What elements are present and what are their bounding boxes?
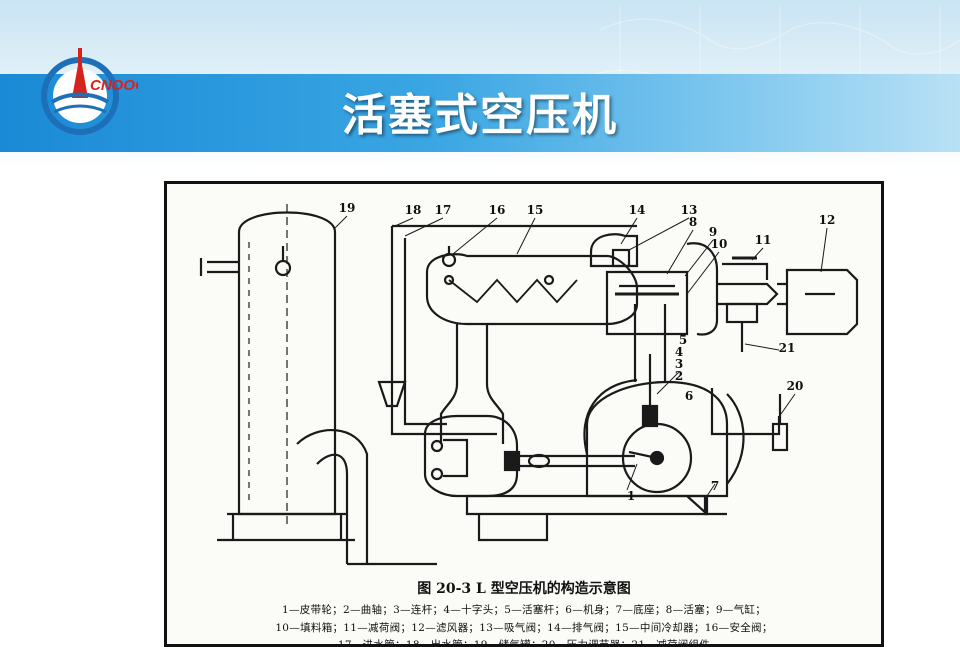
part-label-10: 10 [711, 237, 728, 251]
part-label-13: 13 [681, 203, 698, 217]
diagram-figure: 1 2 3 4 5 6 7 8 9 10 11 12 13 14 15 16 1… [164, 181, 884, 647]
slide-title: 活塞式空压机 [342, 90, 618, 141]
part-label-9: 9 [709, 225, 717, 239]
cnooc-logo-icon: CNOOC [41, 48, 138, 135]
part-label-3: 3 [675, 357, 683, 371]
part-label-4: 4 [675, 345, 683, 359]
figure-caption: 图 20-3 L 型空压机的构造示意图 [417, 581, 631, 597]
legend-line-2: 10—填料箱；11—减荷阀；12—滤风器；13—吸气阀；14—排气阀；15—中间… [275, 622, 773, 634]
part-label-19: 19 [339, 201, 356, 215]
part-label-1: 1 [627, 489, 635, 503]
part-label-8: 8 [689, 215, 697, 229]
legend-line-1: 1—皮带轮；2—曲轴；3—连杆；4—十字头；5—活塞杆；6—机身；7—底座；8—… [281, 604, 767, 616]
part-label-21: 21 [779, 341, 796, 355]
logo-text: CNOOC [90, 77, 138, 94]
compressor-diagram: 1 2 3 4 5 6 7 8 9 10 11 12 13 14 15 16 1… [199, 201, 859, 566]
part-label-16: 16 [489, 203, 506, 217]
part-label-20: 20 [787, 379, 804, 393]
part-label-18: 18 [405, 203, 422, 217]
air-receiver-tank [237, 211, 337, 516]
crankcase [585, 380, 729, 498]
part-label-6: 6 [685, 389, 693, 403]
part-label-15: 15 [527, 203, 544, 217]
part-label-12: 12 [819, 213, 836, 227]
legend-line-3: 17—进水管；18—出水管；19—储气罐；20—压力调节器；21—减荷阀组件 [337, 639, 711, 647]
intercooler [425, 253, 639, 326]
part-label-2: 2 [675, 369, 683, 383]
part-label-7: 7 [711, 479, 719, 493]
part-label-17: 17 [435, 203, 452, 217]
part-label-5: 5 [679, 333, 687, 347]
title-banner [0, 74, 960, 152]
part-label-11: 11 [755, 233, 772, 247]
part-label-14: 14 [629, 203, 646, 217]
